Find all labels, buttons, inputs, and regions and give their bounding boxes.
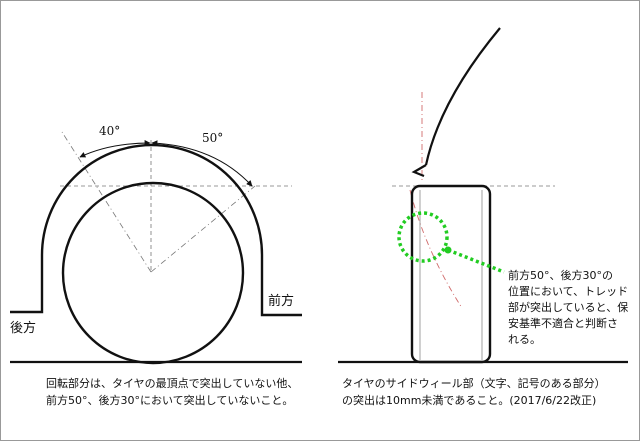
note-line1: 前方50°、後方30°の — [508, 269, 613, 282]
note-line4: 安基準不適合と判断さ — [508, 317, 618, 330]
rear-40-angle-line — [61, 131, 152, 273]
right-diagram — [338, 27, 628, 364]
tire-circle — [61, 181, 245, 365]
fender-outline — [10, 143, 302, 317]
right-caption: タイヤのサイドウィール部（文字、記号のある部分） の突出は10mm未満であること… — [342, 375, 606, 409]
note-line3: 部が突出していると、保 — [508, 301, 629, 314]
label-rear: 後方 — [10, 321, 37, 336]
highlight-circle — [397, 211, 449, 263]
angle-label-50: 50° — [202, 131, 224, 145]
left-caption: 回転部分は、タイヤの最頂点で突出していない他、 前方50°、後方30°において突… — [46, 375, 298, 409]
front-angle-arrow — [151, 140, 253, 187]
right-caption-line2: の突出は10mm未満であること。(2017/6/22改正) — [342, 394, 597, 407]
left-caption-line1: 回転部分は、タイヤの最頂点で突出していない他、 — [46, 377, 299, 390]
front-50-angle-line — [150, 185, 256, 273]
fender-side-tip — [411, 164, 427, 178]
tire-side-rectangle — [410, 184, 492, 364]
note-line2: 位置において、トレッド — [508, 285, 629, 298]
fender-side-outline — [424, 27, 501, 166]
left-caption-line2: 前方50°、後方30°において突出していないこと。 — [46, 394, 294, 407]
left-diagram — [10, 131, 302, 365]
angle-curve-red — [409, 189, 463, 309]
label-front: 前方 — [268, 294, 295, 309]
note-line5: れる。 — [508, 333, 541, 346]
highlight-pointer-dot — [444, 246, 452, 254]
highlight-pointer-line — [447, 248, 505, 274]
angle-label-40: 40° — [99, 124, 121, 138]
right-caption-line1: タイヤのサイドウィール部（文字、記号のある部分） — [342, 377, 606, 390]
rear-angle-arrow — [79, 140, 151, 158]
right-note: 前方50°、後方30°の 位置において、トレッド 部が突出していると、保 安基準… — [508, 268, 628, 348]
